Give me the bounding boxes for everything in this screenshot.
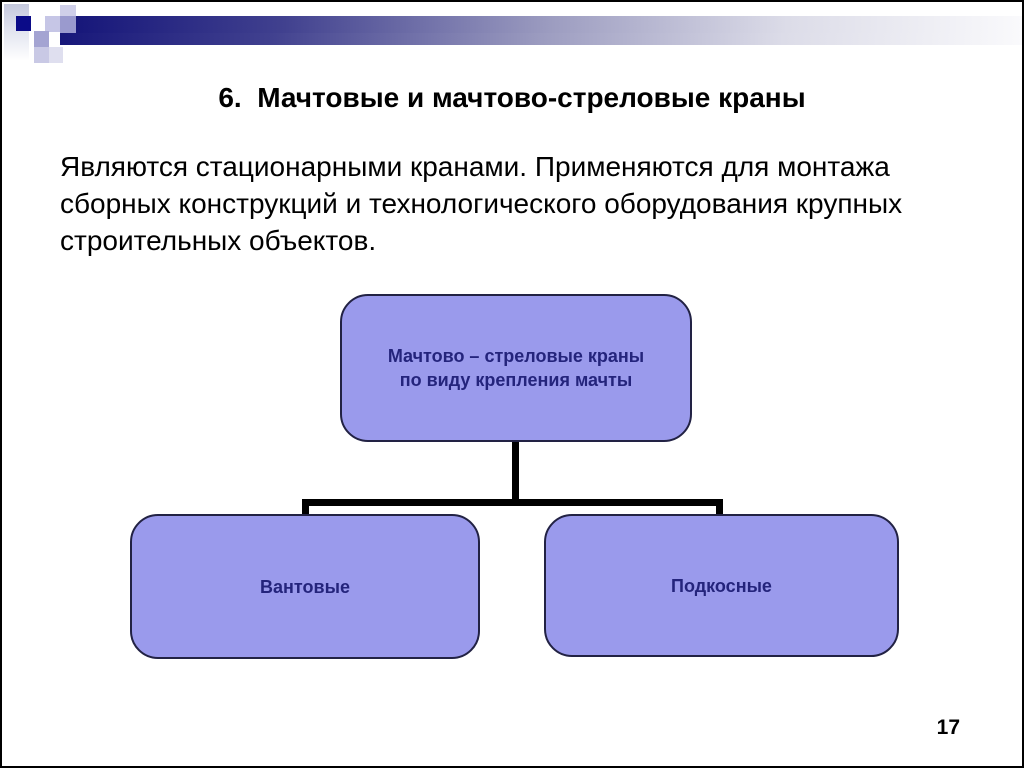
decor-square-medium-1 xyxy=(60,16,76,33)
decor-vertical-strip xyxy=(4,4,29,64)
decor-square-navy xyxy=(16,16,31,31)
diagram-node-root-label-line2: по виду крепления мачты xyxy=(399,370,633,390)
decor-square-medium-2 xyxy=(34,31,49,47)
decor-square-light-3 xyxy=(49,47,63,63)
header-bar-lower xyxy=(60,33,1022,45)
diagram-node-vantovye-label: Вантовые xyxy=(260,576,350,597)
decor-square-pale-top xyxy=(60,5,76,16)
page-number: 17 xyxy=(936,716,960,739)
decor-square-light-1 xyxy=(45,16,60,32)
connector-vertical xyxy=(512,440,519,502)
body-line: Являются стационарными кранами. Применяю… xyxy=(60,151,890,182)
body-paragraph: Являются стационарными кранами. Применяю… xyxy=(60,148,960,259)
diagram-node-root: Мачтово – стреловые краны по виду крепле… xyxy=(340,294,692,442)
header-bar-upper xyxy=(76,16,1022,33)
diagram-node-podkosnye: Подкосные xyxy=(544,514,899,657)
body-line: строительных объектов. xyxy=(60,225,377,256)
connector-stub-left xyxy=(302,504,309,517)
diagram-node-podkosnye-label: Подкосные xyxy=(671,575,772,596)
slide-title: 6. Мачтовые и мачтово-стреловые краны xyxy=(218,82,806,113)
body-line: сборных конструкций и технологического о… xyxy=(60,188,903,219)
connector-stub-right xyxy=(716,504,723,517)
diagram-node-vantovye: Вантовые xyxy=(130,514,480,659)
diagram-node-root-label-line1: Мачтово – стреловые краны xyxy=(387,346,645,366)
connector-horizontal xyxy=(302,499,723,506)
decor-square-light-2 xyxy=(34,47,49,63)
